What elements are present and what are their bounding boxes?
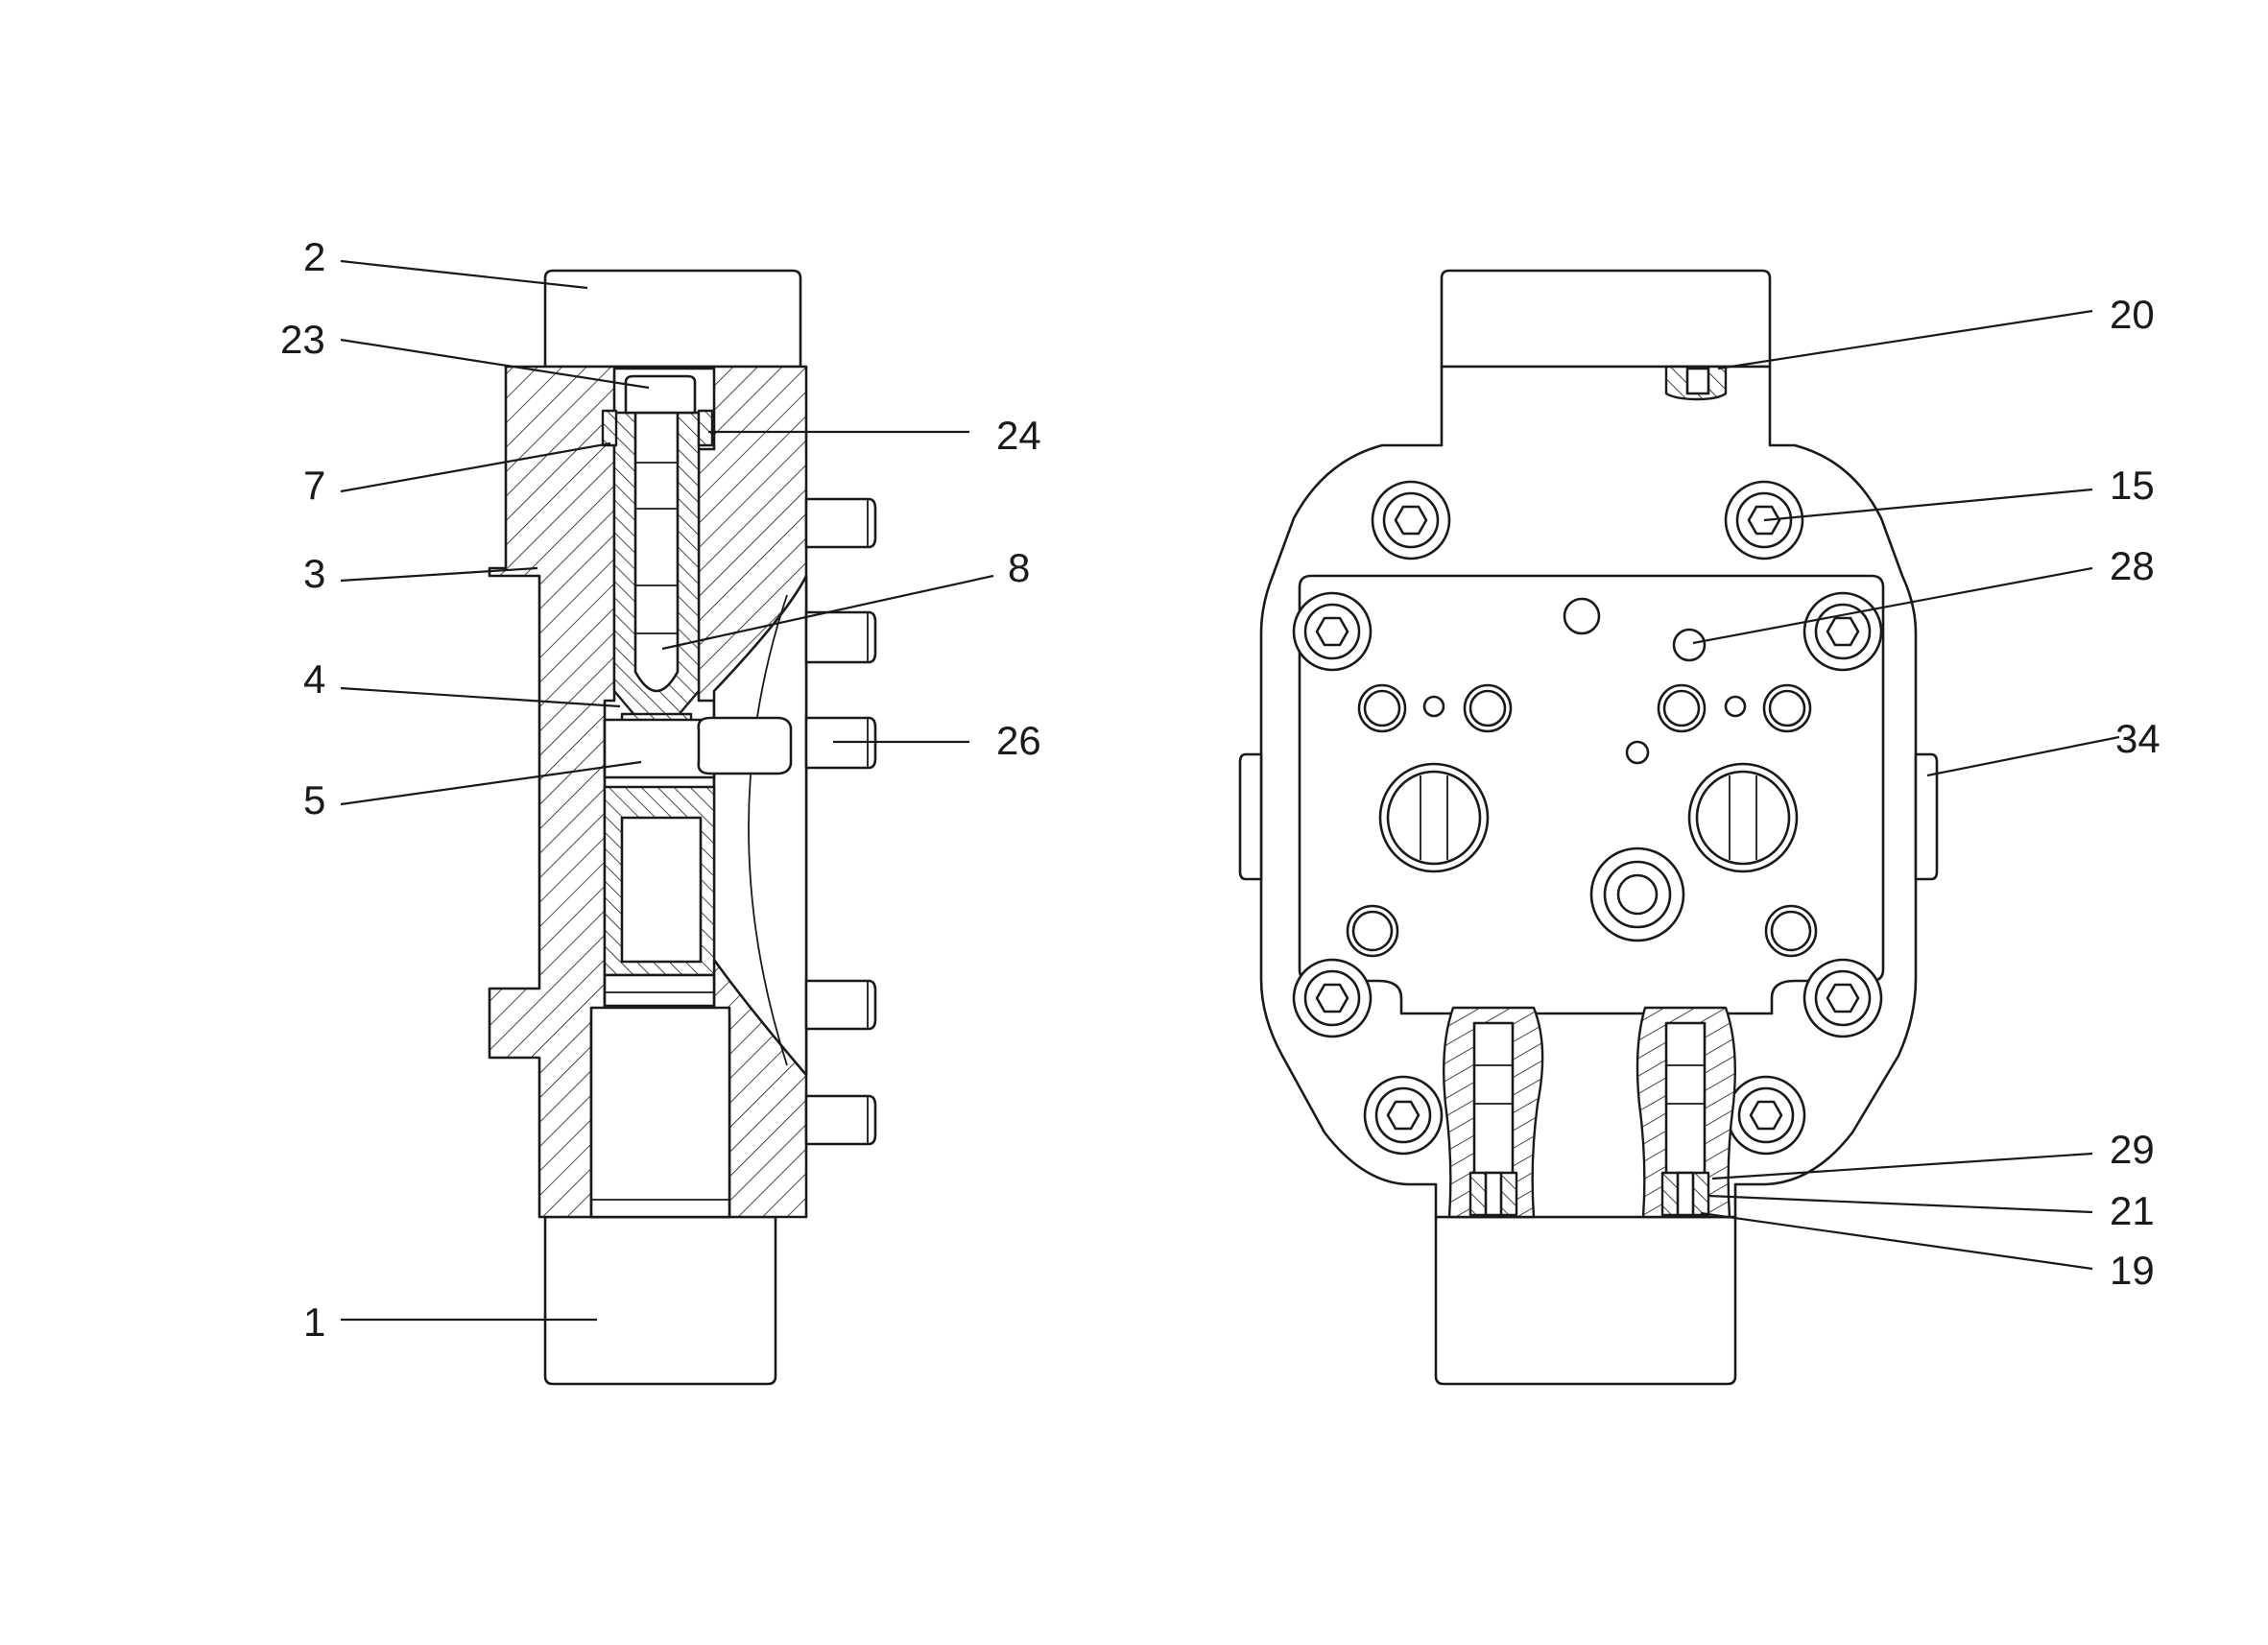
callout-15: 15 <box>2110 463 2155 508</box>
mounting-studs <box>804 497 877 1146</box>
side-tab-left <box>1238 752 1263 881</box>
spool-windows <box>1378 762 1799 873</box>
bolt-bottom-right <box>1726 1075 1806 1156</box>
right-leader-lines <box>1692 309 2120 1271</box>
bottom-port <box>589 1006 731 1219</box>
lower-piston-bore <box>620 816 703 964</box>
spool-bore <box>633 411 680 693</box>
bolt-mid-top-right <box>1802 591 1883 672</box>
bottom-cap-part <box>543 1215 777 1386</box>
face-top-cap <box>1440 269 1772 369</box>
side-fitting <box>697 716 793 775</box>
seal-left <box>601 409 618 447</box>
callout-1: 1 <box>303 1299 325 1345</box>
face-plate <box>1298 574 1885 1015</box>
callout-4: 4 <box>303 656 325 702</box>
callout-21: 21 <box>2110 1188 2155 1233</box>
face-ports <box>1346 597 1818 958</box>
hex-bolts <box>1292 480 1883 1156</box>
seal-right <box>697 409 714 447</box>
bolt-mid-bottom-left <box>1292 958 1373 1038</box>
side-chamber <box>712 574 808 1077</box>
callout-2: 2 <box>303 234 325 279</box>
callout-3: 3 <box>303 551 325 596</box>
plug-20 <box>1664 365 1728 401</box>
bolt-mid-top-left <box>1292 591 1373 672</box>
callout-29: 29 <box>2110 1127 2155 1172</box>
callout-19: 19 <box>2110 1248 2155 1293</box>
callout-34: 34 <box>2115 716 2161 761</box>
bolt-mid-bottom-right <box>1802 958 1883 1038</box>
bolt-top-left <box>1371 480 1451 560</box>
callout-20: 20 <box>2110 292 2155 337</box>
callout-7: 7 <box>303 463 325 508</box>
callout-23: 23 <box>280 317 325 362</box>
face-bottom-cap <box>1434 1215 1737 1386</box>
lower-channels <box>1443 1006 1736 1219</box>
callout-24: 24 <box>996 413 1041 458</box>
bolt-bottom-left <box>1363 1075 1444 1156</box>
callout-8: 8 <box>1008 545 1030 590</box>
left-leader-lines <box>340 259 994 1322</box>
center-fitting <box>1589 846 1685 942</box>
top-cap-part <box>543 269 802 369</box>
chamber-curve <box>748 594 788 1066</box>
left-section-view: 2 23 7 3 4 5 1 24 8 26 <box>280 234 1041 1386</box>
face-body-outline <box>1259 365 1918 1219</box>
top-plug <box>624 374 697 415</box>
side-tab-right <box>1914 752 1939 881</box>
lower-spacer <box>603 973 716 1008</box>
right-face-view: 20 15 28 34 29 21 19 <box>1238 269 2161 1386</box>
callout-26: 26 <box>996 718 1041 763</box>
callout-5: 5 <box>303 777 325 822</box>
callout-28: 28 <box>2110 543 2155 588</box>
